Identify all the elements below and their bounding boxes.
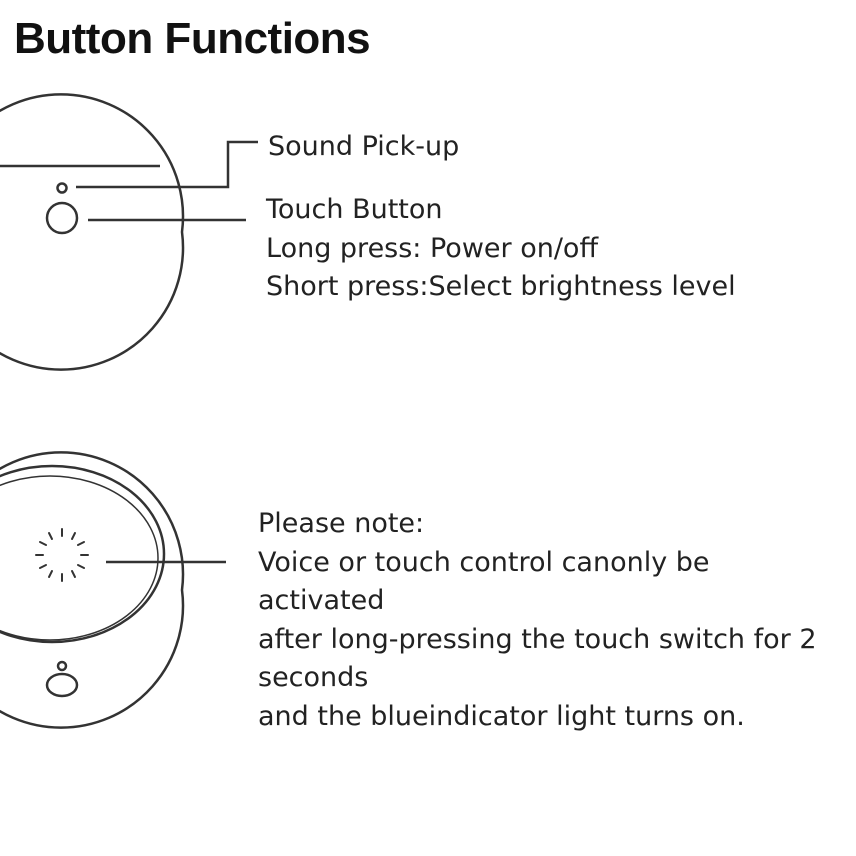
angled-touch-button-shape [45, 672, 79, 698]
top-device-illustration [0, 93, 258, 371]
page-title: Button Functions [14, 14, 371, 63]
sound-pickup-leader [76, 140, 258, 189]
angled-device-illustration [0, 451, 226, 729]
note-line: and the blueindicator light turns on. [258, 700, 745, 732]
voice-indicator-icon [35, 528, 89, 582]
note-line: Voice or touch control canonly be [258, 546, 710, 578]
note-heading: Please note: [258, 508, 425, 539]
angled-sound-pickup-hole [56, 660, 68, 672]
short-press-description: Short press:Select brightness level [266, 271, 736, 302]
note-line: activated [258, 585, 385, 616]
touch-button-heading: Touch Button [266, 194, 443, 225]
long-press-description: Long press: Power on/off [266, 232, 599, 264]
touch-button-shape [45, 201, 79, 235]
note-line: seconds [258, 662, 369, 693]
note-block: Please note: Voice or touch control cano… [258, 505, 817, 736]
top-device-body [0, 93, 185, 371]
angled-device-body [0, 451, 185, 729]
touch-button-callout: Touch Button Long press: Power on/off Sh… [266, 191, 736, 307]
angled-device-top-inner-ring [0, 475, 159, 641]
sound-pickup-hole [56, 182, 68, 194]
sound-pickup-label: Sound Pick-up [268, 131, 460, 162]
note-line: after long-pressing the touch switch for… [258, 623, 817, 655]
angled-device-top-ring [0, 464, 166, 644]
